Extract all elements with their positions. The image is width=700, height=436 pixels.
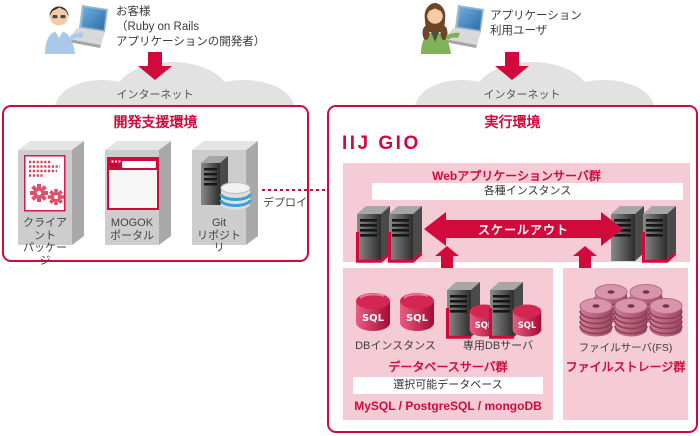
git-repository-icon <box>201 156 252 210</box>
scaleout-arrow-right-head <box>601 212 623 246</box>
file-server-label: ファイルサーバ(FS) <box>578 342 673 354</box>
db-instance-label: DBインスタンス <box>355 340 436 352</box>
db-panel-title: データベースサーバ群 <box>388 360 508 374</box>
arrow-shaft <box>579 256 591 269</box>
arrow-up-head <box>435 246 459 256</box>
web-server-icon <box>642 206 677 263</box>
selectable-db-bar: 選択可能データベース <box>353 377 543 394</box>
svg-text:SQL: SQL <box>475 320 494 330</box>
client-package-icon <box>24 155 66 212</box>
git-repository-label-line2: リポジトリ <box>197 229 241 255</box>
user-with-laptop-icon <box>421 3 484 54</box>
exec-env-title: 実行環境 <box>484 114 541 130</box>
instances-bar: 各種インスタンス <box>372 183 683 200</box>
deploy-label: デプロイ <box>263 197 307 209</box>
down-arrow-head <box>138 66 172 80</box>
user-label-line1: アプリケーション <box>490 10 582 22</box>
arrow-up-head <box>573 246 597 256</box>
file-panel-title: ファイルストレージ群 <box>565 360 686 374</box>
scaleout-label: スケールアウト <box>445 220 602 238</box>
dev-env-title: 開発支援環境 <box>113 114 198 130</box>
file-disk-icon <box>649 298 683 337</box>
git-repository-label: Git リポジトリ <box>192 217 246 255</box>
mogok-portal-label-line2: ポータル <box>110 229 154 242</box>
client-package-label: クライアント パッケージ <box>18 217 72 267</box>
dedicated-db-label: 専用DBサーバ <box>462 340 534 352</box>
client-package-item: クライアント パッケージ <box>18 141 84 267</box>
sql-db-icon: SQL <box>512 304 542 337</box>
mogok-portal-label: MOGOK ポータル <box>105 217 159 242</box>
developer-label-line3: アプリケーションの開発者） <box>116 36 266 48</box>
down-arrow-shaft <box>505 52 519 66</box>
git-repository-item: Git リポジトリ <box>192 141 258 254</box>
scaleout-arrow-left-head <box>424 212 446 246</box>
developer-with-laptop-icon <box>45 5 108 54</box>
mogok-portal-item: MOGOK ポータル <box>105 141 171 245</box>
user-label: アプリケーション 利用ユーザ <box>490 9 650 39</box>
down-arrow-shaft <box>148 52 162 66</box>
svg-text:SQL: SQL <box>518 320 537 330</box>
down-arrow-head <box>495 66 529 80</box>
git-repository-label-line1: Git <box>211 217 227 229</box>
developer-label: お客様 （Ruby on Rails アプリケーションの開発者） <box>116 5 306 50</box>
internet-label-right: インターネット <box>483 89 561 101</box>
web-server-icon <box>356 206 391 263</box>
scaleout-arrow: スケールアウト <box>424 212 623 246</box>
mogok-portal-icon <box>107 157 159 210</box>
internet-label-left: インターネット <box>116 89 194 101</box>
deploy-dotted-line <box>262 189 361 191</box>
developer-label-line1: お客様 <box>116 6 151 18</box>
svg-text:SQL: SQL <box>362 313 385 324</box>
user-label-line2: 利用ユーザ <box>490 25 548 37</box>
client-package-label-line1: クライアント <box>23 217 67 242</box>
web-server-icon <box>388 206 423 263</box>
web-server-panel-title: Webアプリケーションサーバ群 <box>432 169 601 183</box>
sql-db-instance-icon: SQL <box>400 293 434 331</box>
db-engines-label: MySQL / PostgreSQL / mongoDB <box>354 399 542 413</box>
sql-db-instance-icon: SQL <box>356 293 390 331</box>
svg-text:SQL: SQL <box>406 313 429 324</box>
file-disk-icon <box>579 298 613 337</box>
iij-gio-logo: IIJ GIO <box>342 133 421 154</box>
developer-label-line2: （Ruby on Rails <box>116 21 200 33</box>
file-disk-icon <box>614 298 648 337</box>
mogok-portal-label-line1: MOGOK <box>110 217 154 229</box>
arrow-shaft <box>441 256 453 269</box>
client-package-label-line2: パッケージ <box>23 242 67 267</box>
down-arrow-user <box>495 52 529 80</box>
down-arrow-developer <box>138 52 172 80</box>
